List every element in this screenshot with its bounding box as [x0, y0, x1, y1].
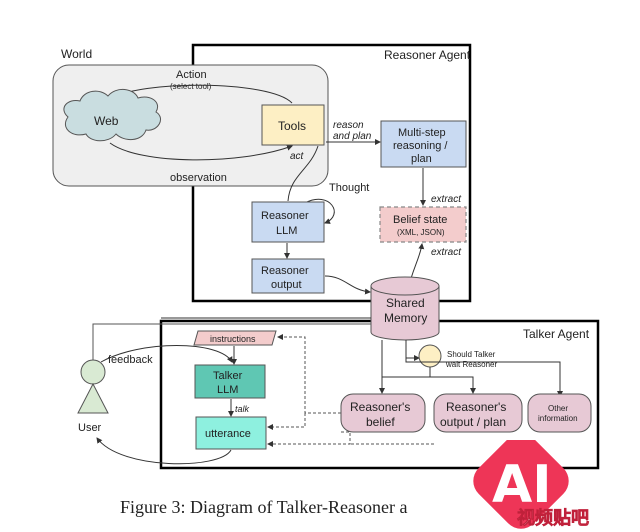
shared-memory: Shared Memory — [370, 276, 440, 341]
shared-memory-line-2: Memory — [384, 311, 427, 325]
web-label: Web — [94, 114, 119, 128]
extract-label-top: extract — [431, 194, 462, 205]
shared-memory-line-1: Shared — [386, 296, 425, 310]
should-wait-line-1: Should Talker — [447, 350, 496, 359]
world-label: World — [61, 47, 92, 61]
utterance-label: utterance — [205, 428, 251, 440]
memory-to-boxes-line — [381, 340, 476, 394]
feedback-label: feedback — [108, 354, 153, 366]
belief-state-line-2: (XML, JSON) — [397, 228, 445, 237]
instructions-box — [193, 330, 277, 346]
should-wait-line-2: wait Reasoner — [445, 360, 497, 369]
reasoners-output-box — [433, 393, 523, 433]
belief-to-utterance-dashed-2 — [267, 431, 351, 447]
utterance-box — [195, 416, 267, 450]
tools-to-llm-curve — [287, 145, 319, 202]
observation-label: observation — [170, 172, 227, 184]
user-head — [80, 359, 106, 385]
other-info-line-2: information — [538, 414, 578, 423]
feedback-arrow — [100, 345, 233, 363]
observation-arrow — [109, 142, 293, 161]
reasoner-output-line-2: output — [271, 279, 302, 291]
talk-label: talk — [235, 404, 250, 414]
other-info-line-1: Other — [548, 404, 568, 413]
action-label: Action — [176, 69, 207, 81]
reasoners-output-line-2: output / plan — [440, 415, 506, 429]
talker-llm-line-1: Talker — [213, 370, 243, 382]
thought-loop — [304, 198, 335, 224]
multistep-reasoning-box — [380, 120, 467, 168]
belief-state-box — [379, 206, 467, 243]
action-sub-label: (select tool) — [170, 82, 212, 91]
talker-llm-box — [194, 364, 266, 399]
tools-box — [261, 104, 325, 146]
reasoners-belief-line-1: Reasoner's — [350, 400, 410, 414]
utterance-to-user-arrow — [96, 437, 232, 465]
user-body — [77, 382, 109, 414]
act-label: act — [290, 151, 305, 162]
belief-to-instructions-dashed — [277, 334, 341, 414]
reasoner-llm-line-1: Reasoner — [261, 210, 309, 222]
instructions-label: instructions — [210, 334, 256, 344]
watermark: AI 视频贴吧 — [462, 440, 622, 532]
user-figure — [77, 359, 109, 414]
talker-agent-label: Talker Agent — [523, 327, 590, 341]
reasoner-agent-label: Reasoner Agent — [384, 48, 471, 62]
reason-plan-label-1: reason — [333, 120, 364, 131]
memory-to-wait-line — [405, 340, 420, 361]
thought-label: Thought — [329, 182, 369, 194]
reasoner-output-line-1: Reasoner — [261, 265, 309, 277]
multistep-line-3: plan — [411, 153, 432, 165]
memory-to-user-line — [92, 323, 371, 360]
reasoner-llm-line-2: LLM — [276, 225, 297, 237]
reason-plan-label-2: and plan — [333, 131, 372, 142]
belief-state-line-1: Belief state — [393, 214, 447, 226]
watermark-small-text: 视频贴吧 — [517, 507, 589, 529]
reasoners-belief-line-2: belief — [366, 415, 395, 429]
reasoners-output-line-1: Reasoner's — [446, 400, 506, 414]
should-wait-circle — [418, 344, 442, 368]
figure-caption: Figure 3: Diagram of Talker-Reasoner a — [120, 497, 408, 517]
extract-label-bottom: extract — [431, 247, 462, 258]
reasoner-output-box — [251, 258, 325, 294]
belief-to-utterance-dashed-1 — [267, 413, 306, 430]
output-to-memory-arrow — [324, 275, 371, 295]
web-cloud: Web — [63, 89, 161, 142]
reasoner-llm-box — [251, 201, 325, 243]
multistep-line-1: Multi-step — [398, 127, 446, 139]
watermark-big-text: AI — [492, 455, 552, 515]
talker-llm-line-2: LLM — [217, 384, 238, 396]
multistep-line-2: reasoning / — [393, 140, 448, 152]
wait-to-other-line — [405, 358, 563, 397]
user-label: User — [78, 422, 102, 434]
other-info-box — [527, 393, 592, 433]
watermark-badge — [473, 440, 569, 529]
tools-label: Tools — [278, 119, 306, 133]
